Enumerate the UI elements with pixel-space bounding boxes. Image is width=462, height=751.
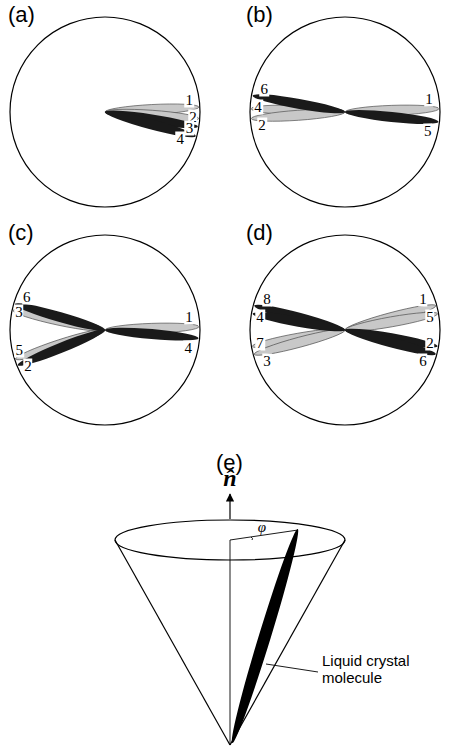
- callout-number: 4: [255, 309, 265, 324]
- callout-number: 5: [423, 124, 433, 139]
- callout-number: 6: [22, 289, 32, 304]
- callout-number: 2: [257, 118, 267, 133]
- callout-number: 6: [260, 81, 270, 96]
- panel-a: [10, 17, 200, 207]
- panel-b: [250, 17, 440, 207]
- callout-number: 3: [14, 304, 24, 319]
- panel-c: [10, 235, 200, 425]
- callout-number: 1: [418, 291, 428, 306]
- callout-number: 1: [184, 309, 194, 324]
- callout-number: 4: [253, 100, 263, 115]
- callout-number: 5: [15, 342, 25, 357]
- callout-number: 1: [424, 91, 434, 106]
- callout-number: 3: [185, 121, 195, 136]
- panel-label: (c): [8, 222, 34, 244]
- cone-figure: [115, 494, 345, 745]
- callout-number: 4: [175, 132, 185, 147]
- panel-label: (d): [246, 222, 273, 244]
- callout-number: 6: [418, 354, 428, 369]
- callout-number: 4: [183, 340, 193, 355]
- axis-label: n̂: [223, 466, 236, 490]
- panel-d: [250, 235, 440, 425]
- callout-number: 1: [184, 93, 194, 108]
- callout-number: 3: [262, 354, 272, 369]
- panel-label: (b): [246, 4, 273, 26]
- callout-number: 7: [255, 336, 265, 351]
- panel-label: (a): [8, 4, 35, 26]
- callout-number: 8: [262, 291, 272, 306]
- callout-number: 2: [425, 336, 435, 351]
- callout-number: 2: [23, 358, 33, 373]
- callout-number: 5: [425, 309, 435, 324]
- part-label: Liquid crystal molecule: [322, 652, 412, 687]
- angle-label: φ: [258, 520, 266, 535]
